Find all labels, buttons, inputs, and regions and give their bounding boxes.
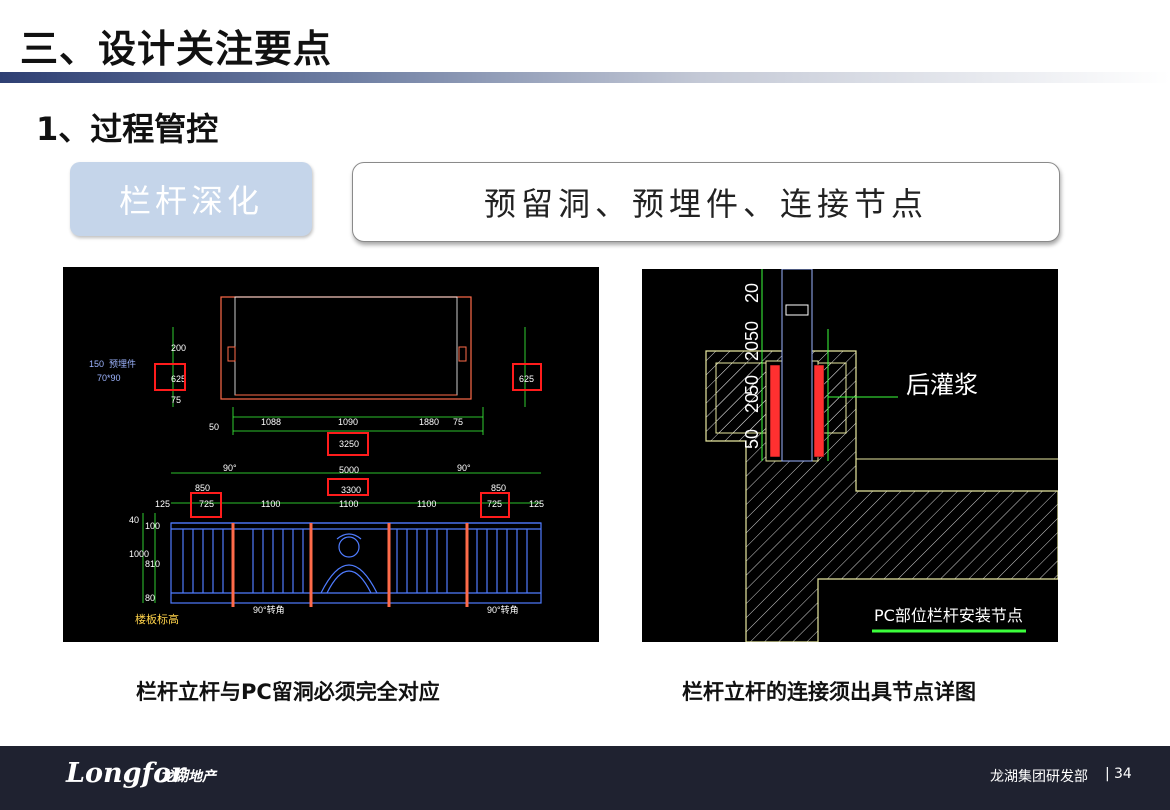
longfor-logo: Longfor [66,758,186,789]
post-plate [785,304,809,316]
dim-850-right: 850 [491,483,506,493]
dim-50: 50 [209,422,219,432]
dim-1880: 1880 [419,417,439,427]
tag-label: 栏杆深化 [118,182,263,220]
dim-850-left: 850 [195,483,210,493]
dim-v-20-top: 20 [742,283,762,303]
caption-right: 栏杆立杆的连接须出具节点详图 [682,680,976,704]
grout-right [813,364,825,458]
node-label-bg [864,595,1036,629]
dim-725-left: 725 [199,499,214,509]
leader-lines [761,269,898,461]
topic-box: 预留洞、预埋件、连接节点 [352,162,1060,242]
dim-v-20-low: 20 [742,393,762,413]
page-title: 三、设计关注要点 [20,27,333,71]
dim-725-right: 725 [487,499,502,509]
plan-frame [220,296,472,400]
footer-bar [0,746,1170,810]
rail-elevation [170,522,542,604]
height-80: 80 [145,593,155,603]
note-70x90: 70*90 [97,373,121,383]
caption-left: 栏杆立杆与PC留洞必须完全对应 [136,680,440,704]
dim-1100-b: 1100 [339,499,358,509]
page-number: 34 [1114,766,1132,782]
note-150: 150 [89,359,104,369]
height-810: 810 [145,559,160,569]
floor-label: 楼板标高 [135,612,179,626]
height-100: 100 [145,521,160,531]
rail-balusters [182,529,528,593]
connection-node-cad-drawing: 20 50 20 50 20 50 后灌浆 PC部位栏杆安装节点 [642,269,1058,642]
section-subtitle: 1、过程管控 [36,110,219,148]
railing-cad-drawing: 1088 1090 1880 75 50 3250 5000 3300 850 … [63,267,599,642]
height-1000: 1000 [129,549,149,559]
note-150-suffix: 预埋件 [109,358,136,369]
height-40: 40 [129,515,139,525]
connection-node-svg: 20 50 20 50 20 50 后灌浆 PC部位栏杆安装节点 [705,269,1058,642]
grout-left [769,364,781,458]
topic-label: 预留洞、预埋件、连接节点 [483,185,928,223]
rail-ornament [320,533,378,594]
title-gradient-bar [0,72,1170,83]
post [781,269,813,462]
dim-3250: 3250 [339,439,359,449]
dim-v-20-mid: 20 [742,341,762,361]
dim-1100-a: 1100 [261,499,280,509]
dim-1088: 1088 [261,417,281,427]
plan-dimensions [142,327,541,603]
dim-125-left: 125 [155,499,170,509]
plan-inner [234,296,458,396]
dim-1090: 1090 [338,417,358,427]
dim-125-right: 125 [529,499,544,509]
vertical-dims: 20 50 20 50 20 50 [742,283,762,449]
footer-department: 龙湖集团研发部 [990,769,1088,785]
dim-1100-c: 1100 [417,499,436,509]
angle-note-left: 90°转角 [253,604,285,615]
dim-v-50-low: 50 [742,429,762,449]
dim-200: 200 [171,343,186,353]
footer-separator: | [1105,766,1110,782]
dim-5000: 5000 [339,465,359,475]
railing-cad-svg: 1088 1090 1880 75 50 3250 5000 3300 850 … [89,296,544,626]
dim-75-side: 75 [171,395,181,405]
grout-label: 后灌浆 [906,371,978,399]
angle-left: 90° [223,463,237,473]
plan-post-right [458,346,467,362]
angle-note-right: 90°转角 [487,604,519,615]
dim-625-left: 625 [171,374,186,384]
angle-right: 90° [457,463,471,473]
dim-3300: 3300 [341,485,361,495]
longfor-logo-sub: 龙湖地产 [160,769,216,785]
tag-box: 栏杆深化 [70,162,312,236]
rail-posts [231,523,469,607]
highlight-boxes [154,363,542,518]
dim-v-50-top: 50 [742,321,762,341]
dim-75: 75 [453,417,463,427]
dim-625-right: 625 [519,374,534,384]
plan-post-left [227,346,236,362]
dim-v-50-mid: 50 [742,375,762,395]
node-label: PC部位栏杆安装节点 [874,606,1023,625]
